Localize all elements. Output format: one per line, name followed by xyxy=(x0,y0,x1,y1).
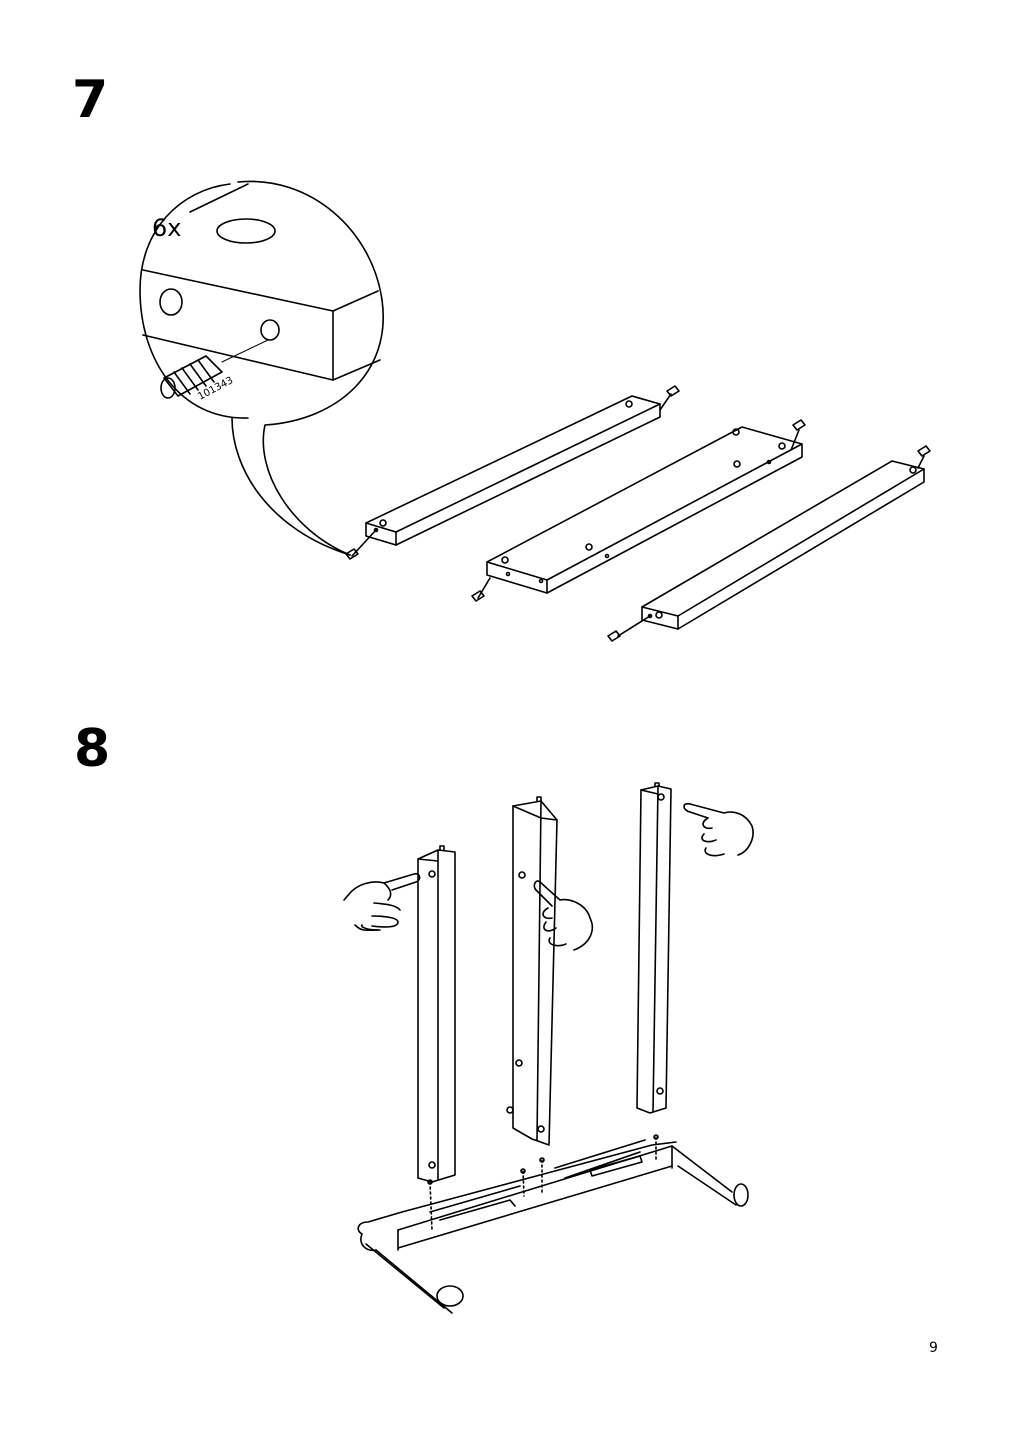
step-8-illustration xyxy=(343,782,754,1314)
rail-board-1 xyxy=(345,385,680,560)
pointing-hand-left xyxy=(343,872,421,932)
page-number: 9 xyxy=(929,1340,938,1356)
detail-callout: 101343 xyxy=(139,180,384,556)
rail-board-2 xyxy=(471,419,806,602)
quantity-label: 6x xyxy=(152,214,181,242)
base-frame xyxy=(357,1134,749,1314)
step-7-illustration: 101343 6x xyxy=(139,180,931,642)
part-number: 101343 xyxy=(196,375,235,403)
leg-upright-left xyxy=(417,845,456,1183)
pointing-hand-right xyxy=(683,802,754,857)
step-number-7: 7 xyxy=(72,70,109,130)
rail-board-3 xyxy=(607,445,931,642)
leg-upright-middle xyxy=(506,796,558,1146)
step-number-8: 8 xyxy=(74,719,111,779)
leg-upright-right xyxy=(636,782,672,1114)
pointing-hand-middle xyxy=(533,880,594,951)
